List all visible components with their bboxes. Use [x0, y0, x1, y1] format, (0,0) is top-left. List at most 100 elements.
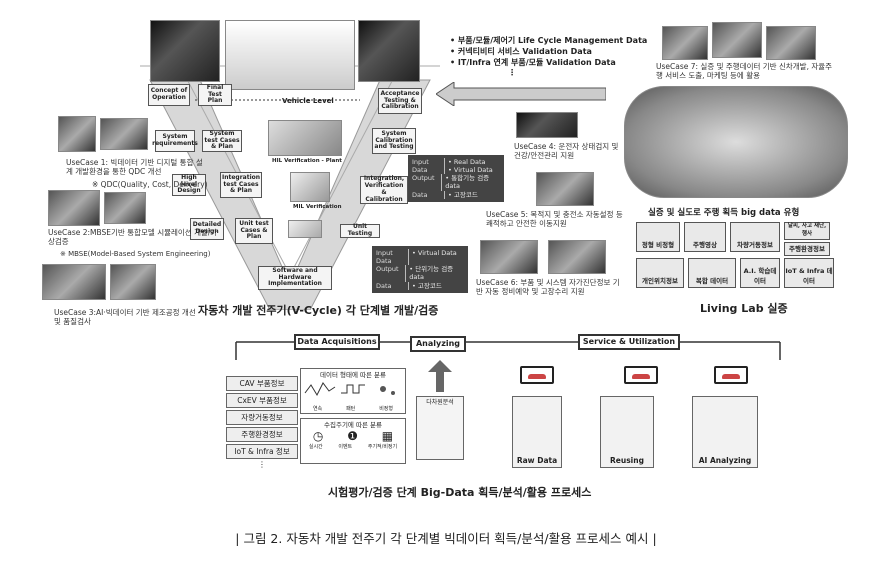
usecase2-image-2: [104, 192, 146, 224]
mil-image: [290, 172, 330, 202]
final-test-plan: Final Test Plan: [198, 84, 232, 106]
v-cycle-title: 자동차 개발 전주기(V-Cycle) 각 단계별 개발/검증: [198, 304, 439, 317]
data-item-cav: CAV 부품정보: [226, 376, 298, 391]
data-panel-lower: Input• Virtual Data Data Output• 단위기능 검증…: [372, 246, 468, 293]
cycle-classification-title: 수집주기에 따른 분류: [324, 421, 382, 429]
usecase1-note: ※ QDC(Quality, Cost, Delivery): [92, 180, 208, 189]
form-label-pattern: 패턴: [346, 406, 356, 412]
usecase1-image-2: [100, 118, 148, 150]
night-driving-image: [358, 20, 420, 82]
panel1-out1: • 통합기능 검증 data: [441, 174, 500, 191]
form-label-unstructured: 비정형: [379, 406, 394, 412]
ll-cell-7: 복합 데이터: [688, 258, 736, 288]
ai-analyzing-box: AI Analyzing: [692, 396, 758, 468]
usecase2-text: UseCase 2:MBSE기반 통합모델 시뮬레이션 개발/가상검증: [48, 228, 218, 247]
car-icon-reusing: [624, 366, 658, 384]
mil-verification-label: MIL Verification: [293, 204, 342, 210]
usecase2-note: ※ MBSE(Model-Based System Engineering): [60, 250, 211, 258]
cycle-label-periodic: 주기적/비정기: [367, 444, 398, 450]
usecase3-text: UseCase 3:AI·빅데이터 기반 제조공정 개선 및 품질검사: [54, 308, 196, 327]
concept-of-operation: Concept of Operation: [148, 84, 190, 106]
usecase1-text: UseCase 1: 빅데이터 기반 디지털 통합 설계 개발환경을 통한 QD…: [66, 158, 203, 177]
car-icon-raw: [520, 366, 554, 384]
ll-cell-2: 주행영상: [684, 222, 726, 252]
car-icon-ai: [714, 366, 748, 384]
ll-cell-9: IoT & Infra 데이터: [784, 258, 834, 288]
usecase6-image-2: [548, 240, 606, 274]
usecase4-text: UseCase 4: 운전자 상태검지 및 건강/안전관리 지원: [514, 142, 619, 161]
hil-equipment-image: [268, 120, 342, 156]
cycle-label-event: 이벤트: [338, 444, 353, 450]
panel1-in1: • Real Data: [444, 158, 486, 167]
calendar-icon: ▦: [381, 429, 394, 443]
reusing-label: Reusing: [610, 456, 644, 465]
bullet-ellipsis: ⋮: [508, 68, 516, 78]
form-classification-box: 데이터 형태에 따른 분류 연속 패턴 비정형: [300, 368, 406, 414]
process-title: 시험평가/검증 단계 Big-Data 획득/분석/활용 프로세스: [328, 486, 592, 499]
waveform-icon: [304, 382, 395, 397]
usecase7-image: [662, 26, 708, 60]
panel2-data-label-2: Data: [376, 281, 392, 290]
unit-testing: Unit Testing: [340, 223, 380, 238]
vehicle-sensor-image: [225, 20, 355, 90]
multi-analysis-label: 다차원분석: [426, 399, 454, 406]
city-map-image: [624, 86, 848, 198]
usecase6-text: UseCase 6: 부품 및 시스템 자가진단정보 기반 자동 정비예약 및 …: [476, 278, 620, 297]
bullet-infra: • IT/Infra 연계 부품/모듈 Validation Data: [450, 57, 616, 67]
cycle-icons: ◷ ❶ ▦: [301, 429, 405, 443]
panel1-data-label: Data: [412, 166, 428, 175]
form-label-continuous: 연속: [312, 406, 323, 412]
bullet-connectivity: • 커넥티비티 서비스 Validation Data: [450, 46, 592, 56]
check-clock-icon: ◷: [312, 429, 324, 443]
high-level-design: High level Design: [172, 174, 206, 196]
panel2-data-label: Data: [376, 257, 392, 266]
usecase3-image: [42, 264, 106, 300]
living-lab-title: Living Lab 실증: [700, 302, 788, 315]
ll-cell-3: 차량거동정보: [730, 222, 780, 252]
cycle-labels: 실시간 이벤트 주기적/비정기: [301, 443, 405, 450]
software-hardware-implementation: Software and Hardware Implementation: [258, 266, 332, 290]
usecase7-image-2: [712, 22, 762, 58]
ll-cell-1: 정형 비정형: [636, 222, 680, 252]
cycle-classification-box: 수집주기에 따른 분류 ◷ ❶ ▦ 실시간 이벤트 주기적/비정기: [300, 418, 406, 464]
data-acquisitions-tag: Data Acquisitions: [294, 334, 380, 350]
multi-dimensional-analysis: 다차원분석: [416, 396, 464, 460]
panel2-in1: • Virtual Data: [408, 249, 457, 258]
panel2-out1: • 단위기능 검증 data: [405, 265, 464, 282]
acceptance-testing: Acceptance Testing & Calibration: [378, 88, 422, 114]
usecase1-image: [58, 116, 96, 152]
data-item-environment: 주행환경정보: [226, 427, 298, 442]
panel2-out2: • 고장코드: [408, 281, 442, 290]
up-arrow-icon: [428, 360, 452, 392]
panel2-empty: [408, 257, 414, 266]
panel1-input-label: Input: [412, 158, 429, 166]
usecase5-image: [536, 172, 594, 206]
hil-verification-label: HIL Verification - Plant: [272, 158, 342, 164]
left-arrow: [436, 82, 606, 106]
ai-analyzing-label: AI Analyzing: [698, 456, 752, 465]
unit-test-image: [288, 220, 322, 238]
panel1-out2: • 고장코드: [444, 190, 478, 199]
usecase4-image: [516, 112, 578, 138]
top-bullets: • 부품/모듈/제어기 Life Cycle Management Data •…: [450, 36, 647, 79]
ll-cell-6: 개인위치정보: [636, 258, 684, 288]
raw-data-label: Raw Data: [516, 456, 558, 465]
raw-data-box: Raw Data: [512, 396, 562, 468]
driving-scene-image: [150, 20, 220, 82]
figure-caption: | 그림 2. 자동차 개발 전주기 각 단계별 빅데이터 획득/분석/활용 프…: [235, 531, 657, 546]
vehicle-level-label: Vehicle Level: [282, 97, 334, 105]
usecase5-text: UseCase 5: 목적지 및 충전소 자동설정 등 쾌적하고 안전한 이동지…: [486, 210, 623, 229]
panel2-output-label: Output: [376, 265, 399, 274]
usecase7-text: UseCase 7: 실증 및 주행데이터 기반 신차개발, 자율주행 서비스 …: [656, 62, 833, 81]
panel1-data-label-2: Data: [412, 190, 428, 199]
data-item-vehicle: 자량거동정보: [226, 410, 298, 425]
cycle-label-realtime: 실시간: [308, 444, 323, 450]
data-item-cxev: CxEV 부품정보: [226, 393, 298, 408]
data-item-ellipsis: ⋮: [258, 460, 266, 469]
ll-cell-8: A.I. 학습데이터: [740, 258, 780, 288]
service-utilization-tag: Service & Utilization: [578, 334, 680, 350]
usecase3-image-2: [110, 264, 156, 300]
alert-icon: ❶: [347, 429, 358, 443]
bullet-lcm: • 부품/모듈/제어기 Life Cycle Management Data: [450, 36, 648, 45]
system-calibration: System Calibration and Testing: [372, 128, 416, 154]
